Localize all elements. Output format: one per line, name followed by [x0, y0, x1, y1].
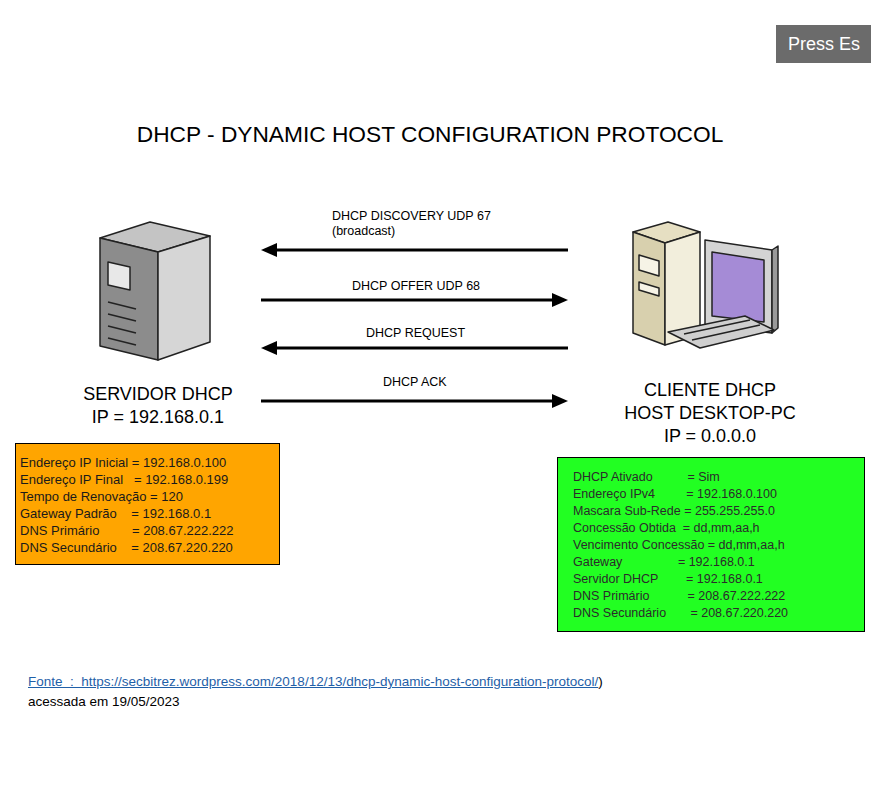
message-label: DHCP OFFER UDP 68 — [350, 279, 482, 294]
message-arrow — [261, 293, 568, 307]
arrow-head — [552, 394, 568, 408]
button-label: Press Es — [788, 25, 860, 63]
arrow-line — [275, 249, 568, 252]
source-link: Fonte : https://secbitrez.wordpress.com/… — [28, 674, 598, 689]
config-line: Endereço IP Inicial = 192.168.0.100 — [20, 454, 226, 471]
client-pc-icon — [633, 222, 778, 348]
diagram-title: DHCP - DYNAMIC HOST CONFIGURATION PROTOC… — [0, 119, 860, 149]
arrow-line — [261, 299, 554, 302]
config-line: Concessão Obtida = dd,mm,aa,h — [573, 520, 760, 537]
client-config-box: DHCP Ativado = SimEndereço IPv4 = 192.16… — [557, 457, 865, 632]
host-label: SERVIDOR DHCP — [83, 383, 233, 406]
config-line: DHCP Ativado = Sim — [573, 469, 720, 486]
source-note: Fonte : https://secbitrez.wordpress.com/… — [28, 672, 618, 712]
arrow-line — [261, 400, 554, 403]
config-line: Mascara Sub-Rede = 255.255.255.0 — [573, 503, 775, 520]
config-line: Endereço IP Final = 192.168.0.199 — [20, 471, 228, 488]
config-line: DNS Secundário = 208.67.220.220 — [20, 539, 233, 556]
config-line: Tempo de Renovação = 120 — [20, 488, 183, 505]
message-arrow — [261, 341, 568, 355]
message-label: DHCP ACK — [381, 375, 449, 390]
message-label: DHCP REQUEST — [364, 326, 467, 341]
config-line: DNS Primário = 208.67.222.222 — [20, 522, 234, 539]
config-line: Vencimento Concessão = dd,mm,aa,h — [573, 537, 785, 554]
message-label: DHCP DISCOVERY UDP 67 (broadcast) — [330, 209, 512, 239]
arrow-head — [261, 243, 277, 257]
host-label: HOST DESKTOP-PC — [624, 402, 795, 425]
arrow-head — [261, 341, 277, 355]
client-node: CLIENTE DHCPHOST DESKTOP-PCIP = 0.0.0.0 — [570, 205, 850, 454]
config-line: DNS Secundário = 208.67.220.220 — [573, 605, 788, 622]
config-line: DNS Primário = 208.67.222.222 — [573, 588, 785, 605]
arrow-line — [275, 347, 568, 350]
arrow-head — [552, 293, 568, 307]
message-arrow — [261, 243, 568, 257]
server-config-box: Endereço IP Inicial = 192.168.0.100Ender… — [15, 443, 280, 565]
host-label: IP = 0.0.0.0 — [664, 425, 756, 448]
config-line: Endereço IPv4 = 192.168.0.100 — [573, 486, 777, 503]
key-hint-button: Press Es — [776, 25, 871, 63]
host-label: IP = 192.168.0.1 — [92, 406, 224, 429]
server-icon — [100, 222, 210, 360]
config-line: Servidor DHCP = 192.168.0.1 — [573, 571, 763, 588]
server-node: SERVIDOR DHCPIP = 192.168.0.1 — [58, 205, 258, 435]
config-line: Gateway = 192.168.0.1 — [573, 554, 755, 571]
host-label: CLIENTE DHCP — [644, 379, 776, 402]
config-line: Gateway Padrão = 192.168.0.1 — [20, 505, 211, 522]
message-arrow — [261, 394, 568, 408]
